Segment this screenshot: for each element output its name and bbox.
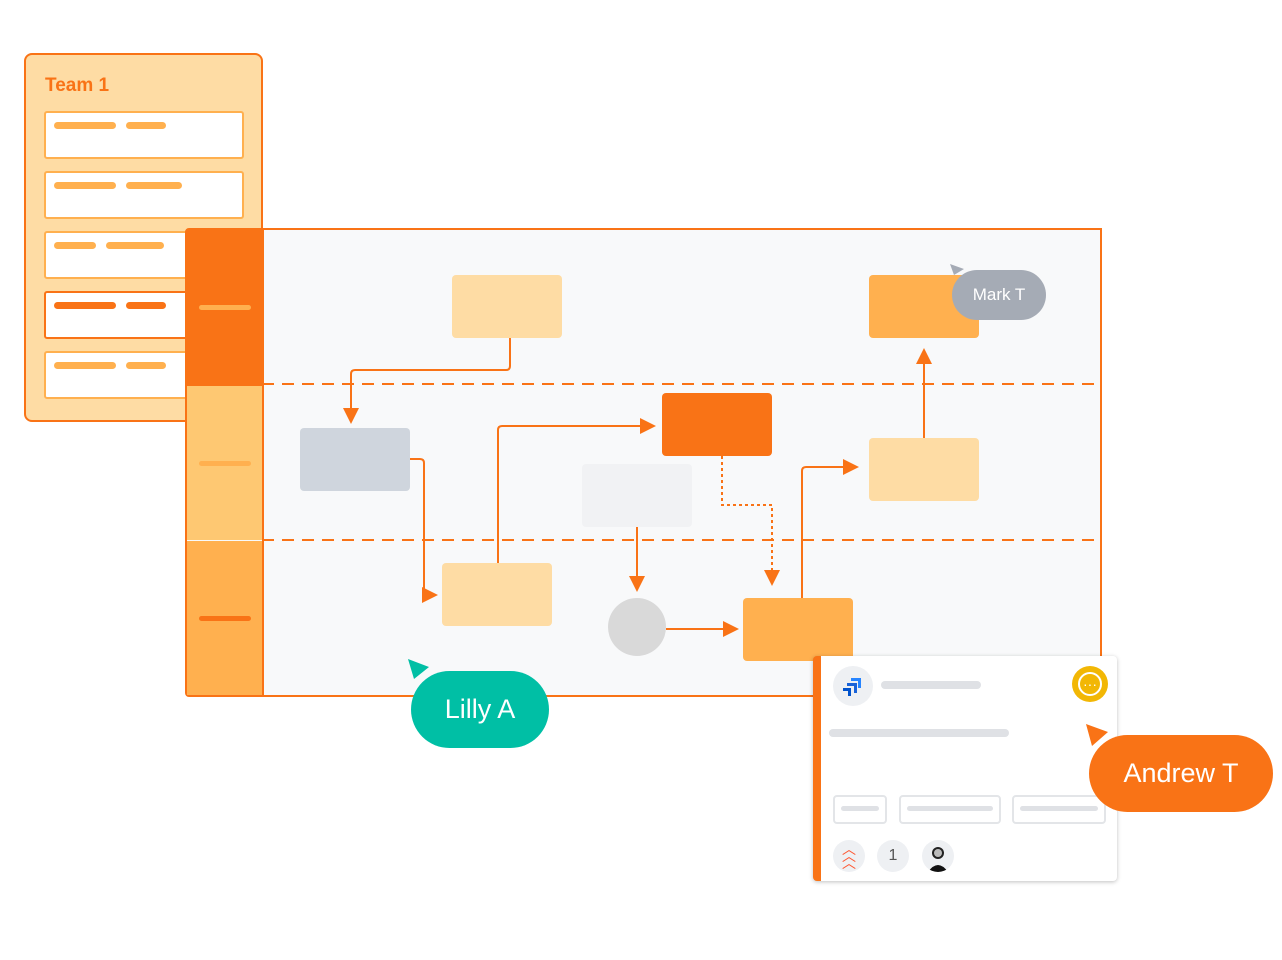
team-title: Team 1 — [45, 75, 110, 96]
process-box[interactable] — [442, 563, 552, 626]
process-box[interactable] — [869, 438, 979, 501]
process-box[interactable] — [662, 393, 772, 456]
count-badge: 1 — [877, 840, 909, 872]
event-circle[interactable] — [608, 598, 666, 656]
arrow — [801, 459, 859, 598]
title-placeholder — [881, 681, 981, 689]
arrow — [410, 458, 438, 603]
in-progress-icon[interactable]: ··· — [1072, 666, 1108, 702]
cursor-icon — [950, 264, 964, 275]
field-chip[interactable] — [899, 795, 1001, 824]
process-box[interactable] — [452, 275, 562, 338]
lane-header-1[interactable] — [187, 230, 264, 386]
dotted-arrow — [721, 456, 780, 586]
field-chip[interactable] — [1012, 795, 1106, 824]
collaborator-andrew: Andrew T — [1089, 735, 1273, 812]
arrow — [343, 338, 511, 424]
process-box[interactable] — [582, 464, 692, 527]
jira-icon — [833, 666, 873, 706]
arrow — [497, 418, 656, 563]
process-box[interactable] — [300, 428, 410, 491]
process-box[interactable] — [743, 598, 853, 661]
priority-highest-icon: ︿︿︿ — [833, 840, 865, 872]
cursor-icon — [1086, 724, 1108, 746]
team-card[interactable] — [44, 171, 244, 219]
lane-header-2[interactable] — [187, 386, 264, 540]
lane-header-3[interactable] — [187, 541, 264, 695]
collaborator-mark: Mark T — [952, 270, 1046, 320]
collaborator-lilly: Lilly A — [411, 671, 549, 748]
issue-card[interactable]: ··· ︿︿︿ 1 — [813, 656, 1117, 881]
team-card[interactable] — [44, 111, 244, 159]
cursor-icon — [408, 659, 429, 679]
avatar[interactable] — [922, 840, 954, 872]
description-placeholder — [829, 729, 1009, 737]
field-chip[interactable] — [833, 795, 887, 824]
